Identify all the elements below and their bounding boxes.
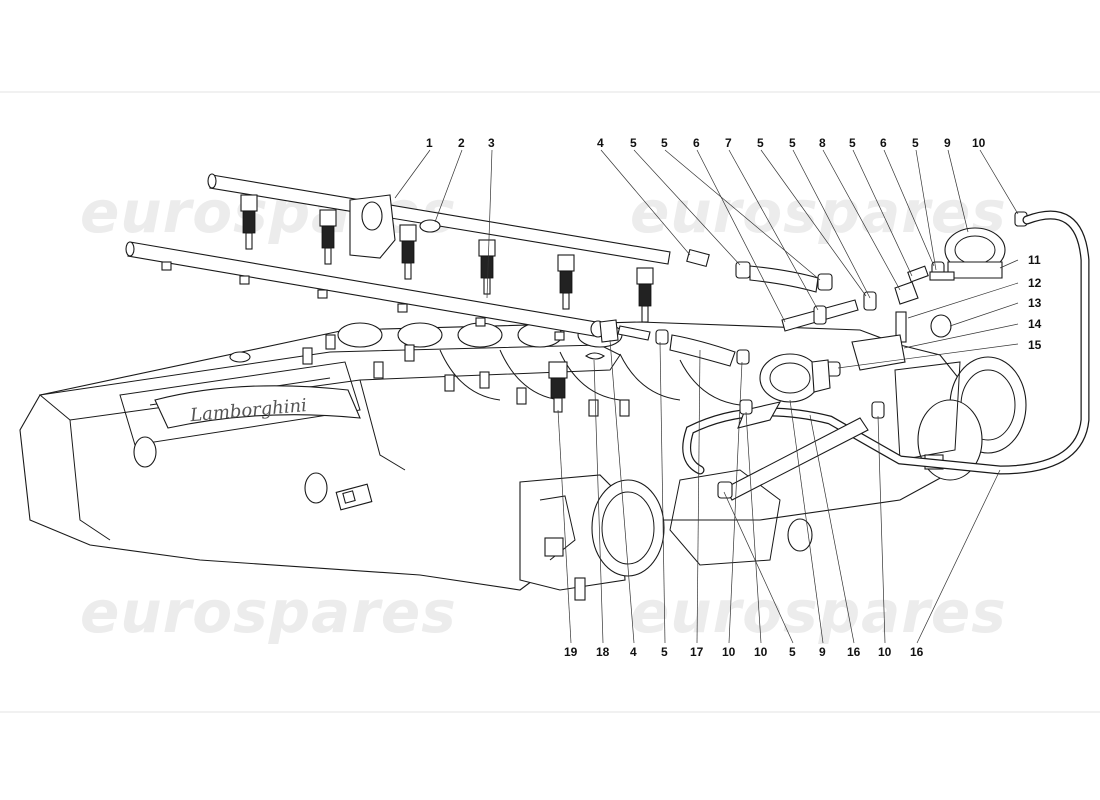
rail-lower-ports	[161, 261, 565, 341]
hose-clamp-i	[717, 481, 733, 499]
manifold-port-mid	[304, 472, 328, 504]
callout-5: 5	[630, 136, 637, 150]
callout-16: 16	[847, 645, 861, 659]
callout-18: 18	[596, 645, 610, 659]
callout-2: 2	[458, 136, 465, 150]
pressure-regulator-top	[944, 227, 1006, 279]
hose-clamp-f	[655, 329, 669, 345]
callout-11: 11	[1028, 253, 1041, 267]
callout-5: 5	[661, 136, 668, 150]
callout-5: 5	[661, 645, 668, 659]
vacuum-union	[929, 271, 955, 281]
callout-5: 5	[912, 136, 919, 150]
fuel-hose-upper	[749, 265, 819, 293]
union-fitting-lower	[599, 319, 619, 343]
callouts-top: 1 2 3 4 5 5 6 7 5 5 8 5 6 5 9 10	[426, 136, 986, 150]
vacuum-hose-a	[737, 401, 782, 429]
hose-clamp-h	[739, 399, 753, 415]
watermark-bottom-left: eurospares	[80, 578, 457, 646]
hose-clamp-c	[813, 305, 827, 325]
callout-14: 14	[1028, 317, 1042, 331]
manifold-port-left	[133, 436, 157, 468]
banjo-fitting	[894, 281, 919, 305]
callout-19: 19	[564, 645, 578, 659]
callout-10: 10	[722, 645, 736, 659]
callout-8: 8	[819, 136, 826, 150]
fuel-rail-upper	[207, 173, 671, 323]
union-fitting-right	[907, 265, 929, 283]
leader-lines	[394, 149, 1019, 644]
callout-4: 4	[597, 136, 604, 150]
callouts-bottom: 19 18 4 5 17 10 10 5 9 16 10 16	[564, 645, 924, 659]
callout-10: 10	[754, 645, 768, 659]
sensor-connector	[335, 483, 373, 511]
regulator-bracket	[851, 334, 906, 371]
callout-4: 4	[630, 645, 637, 659]
callouts-right: 11 12 13 14 15	[1028, 253, 1042, 352]
callout-10: 10	[878, 645, 892, 659]
injectors-upper	[240, 194, 654, 323]
callout-6: 6	[693, 136, 700, 150]
callout-5: 5	[789, 645, 796, 659]
union-fitting-top	[686, 248, 710, 268]
retaining-clip	[585, 352, 605, 360]
hose-clamp-j	[871, 401, 885, 419]
injector-banjo	[617, 325, 651, 341]
watermark-top-right: eurospares	[630, 178, 1007, 246]
callout-5: 5	[849, 136, 856, 150]
callout-10: 10	[972, 136, 986, 150]
manifold-studs	[229, 334, 630, 417]
callout-6: 6	[880, 136, 887, 150]
manifold-lower-flange	[669, 469, 781, 566]
callout-5: 5	[757, 136, 764, 150]
manifold-lower-port	[787, 518, 813, 552]
watermark-bottom-right: eurospares	[630, 578, 1007, 646]
pressure-regulator-lower	[759, 353, 831, 403]
callout-17: 17	[690, 645, 704, 659]
hose-clamp-d	[863, 291, 877, 311]
callout-16: 16	[910, 645, 924, 659]
hose-clamp-a	[735, 261, 751, 279]
callout-7: 7	[725, 136, 732, 150]
callout-9: 9	[819, 645, 826, 659]
rail-bracket	[349, 194, 396, 259]
hose-clamp-b	[817, 273, 833, 291]
callout-1: 1	[426, 136, 433, 150]
throttle-body-right	[894, 356, 1027, 481]
mounting-clip	[930, 314, 952, 338]
injector-single	[548, 361, 568, 413]
callout-9: 9	[944, 136, 951, 150]
hose-clamp-g	[736, 349, 750, 365]
callout-5: 5	[789, 136, 796, 150]
callout-12: 12	[1028, 276, 1042, 290]
fuel-hose-lower	[669, 334, 736, 367]
rail-tab	[419, 219, 441, 233]
callout-15: 15	[1028, 338, 1042, 352]
callout-3: 3	[488, 136, 495, 150]
callout-13: 13	[1028, 296, 1042, 310]
